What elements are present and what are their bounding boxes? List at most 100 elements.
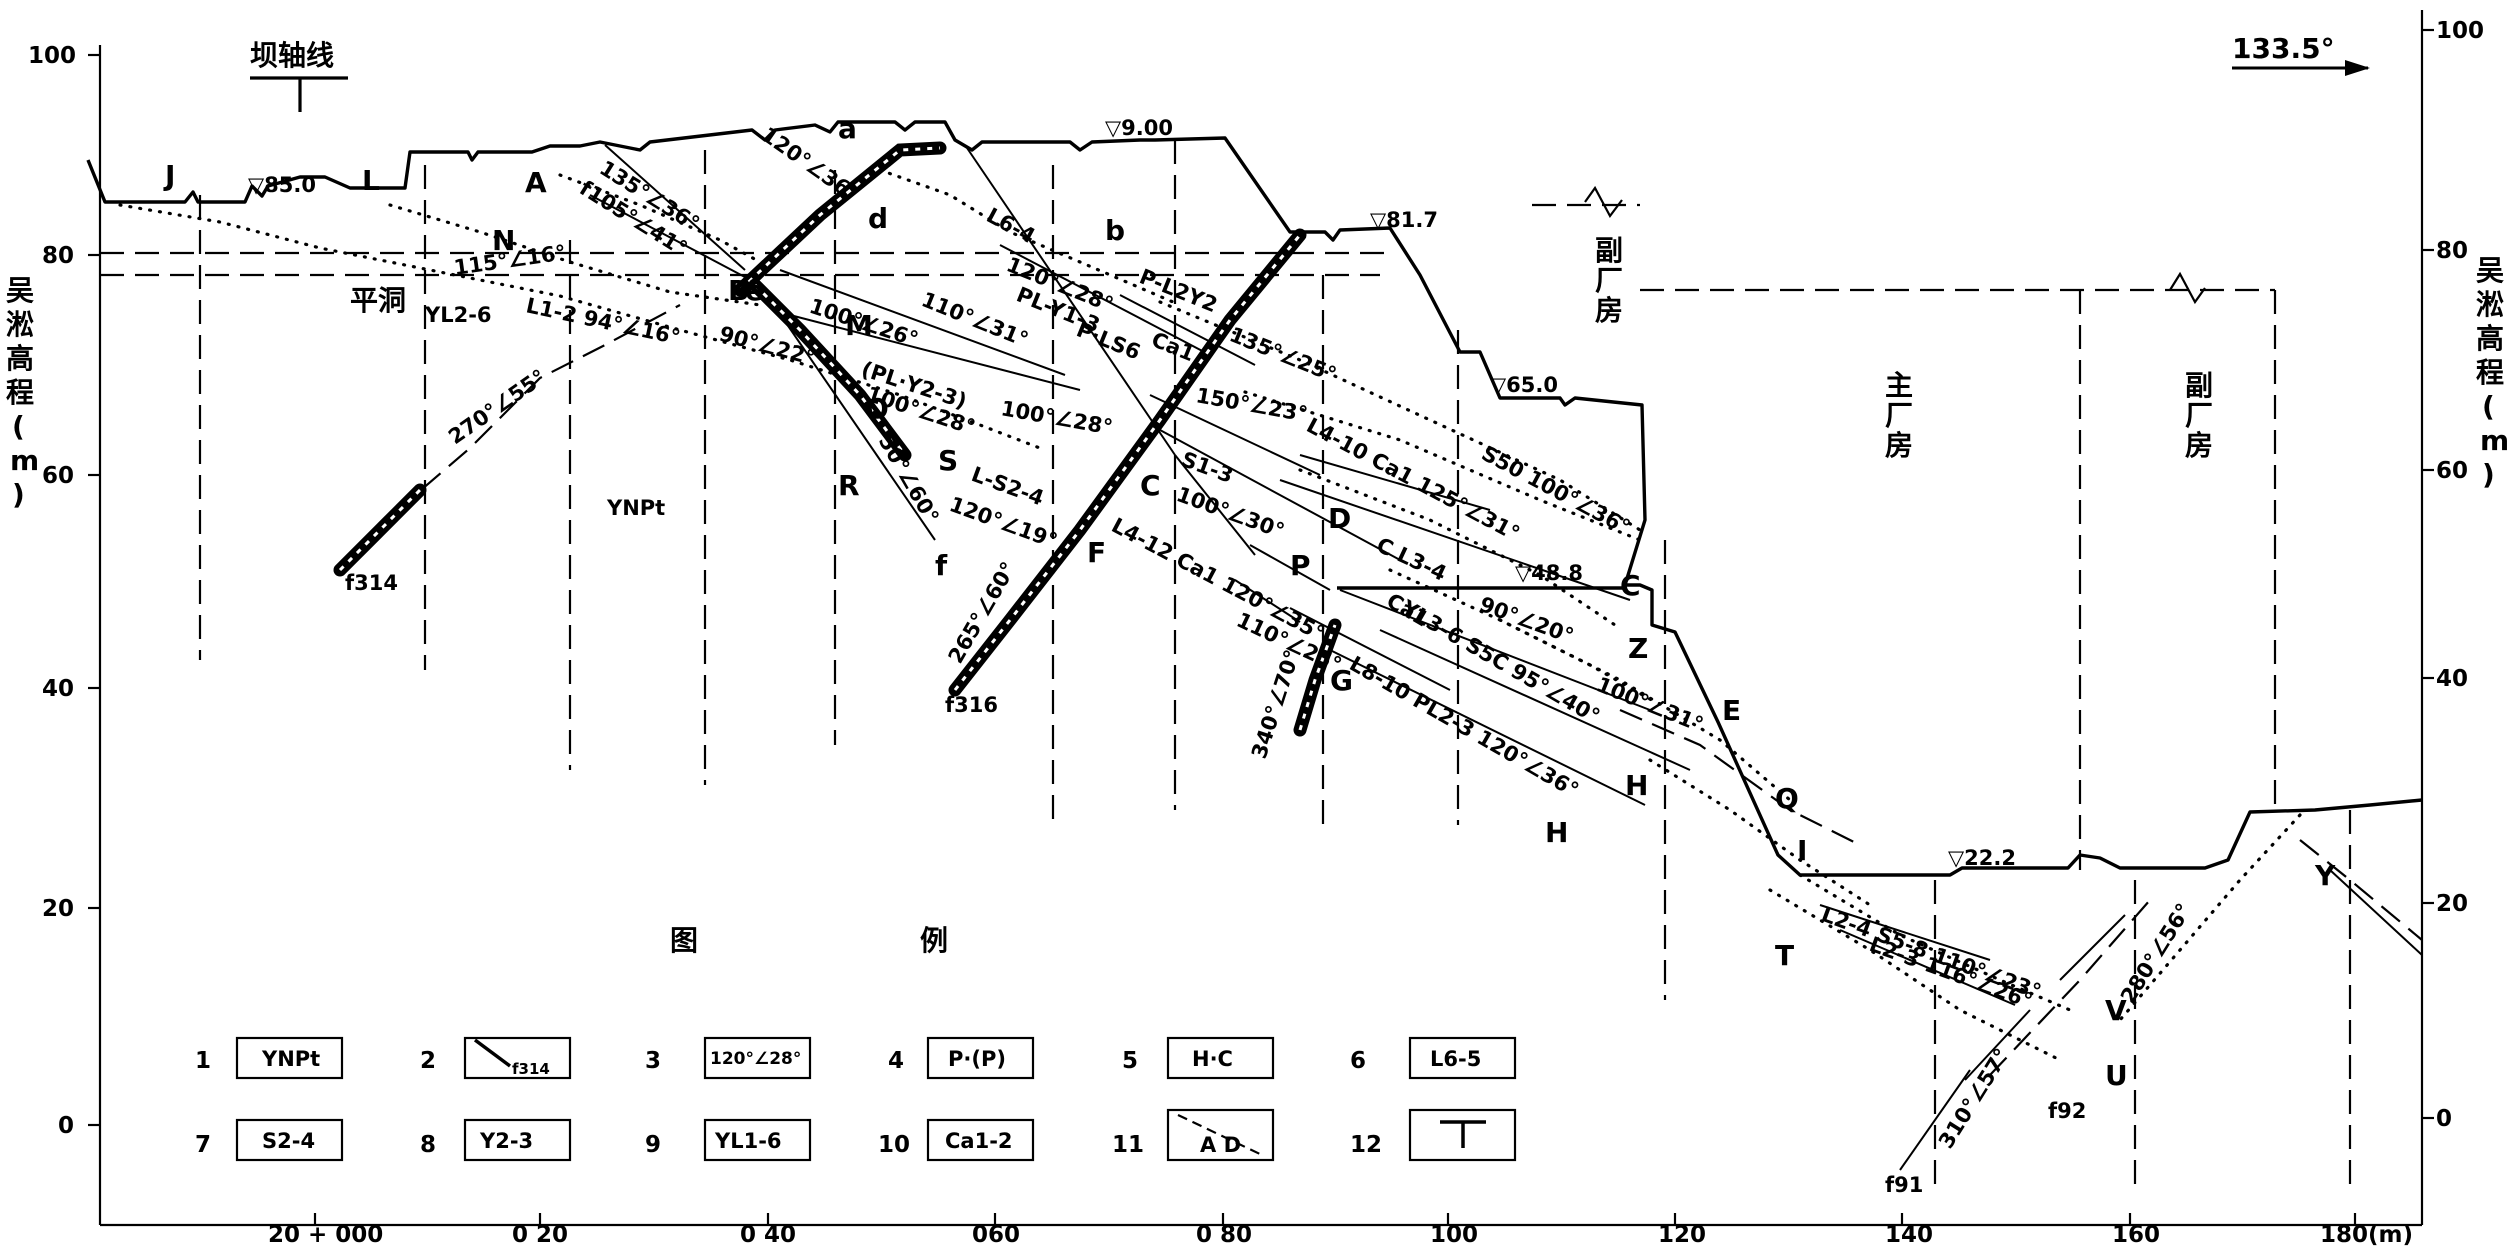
right-tick-80: 80 (2436, 238, 2468, 264)
boreholes (198, 140, 2352, 1195)
ann-31: f316 (945, 693, 998, 717)
bottom-tick-marks (313, 1213, 2357, 1225)
point-d-upper: D (1328, 502, 1351, 535)
svg-text:高: 高 (6, 342, 34, 375)
left-axis-title: 吴 淞 高 程 ( m ) (6, 274, 39, 511)
point-j: J (163, 159, 175, 192)
right-tick-60: 60 (2436, 458, 2468, 484)
point-n: N (492, 224, 515, 257)
point-u: U (2105, 1059, 2128, 1092)
elev-22-2: ▽22.2 (1948, 846, 2016, 870)
svg-text:淞: 淞 (6, 308, 34, 341)
right-tick-100: 100 (2436, 18, 2484, 44)
point-q: Q (1775, 782, 1799, 815)
point-f-upper: F (1087, 536, 1106, 569)
ann-22: 100°∠28° (999, 396, 1114, 439)
point-b: B (728, 274, 749, 307)
elev-90: ▽9.00 (1105, 116, 1173, 140)
left-tick-80: 80 (42, 243, 74, 269)
aux-powerhouse-left: 副 厂 房 (1595, 234, 1623, 327)
x-tick-040: 0 40 (740, 1222, 796, 1247)
left-tick-20: 20 (42, 896, 74, 922)
elev-85: ▽85.0 (248, 173, 316, 197)
point-a-small: a (838, 112, 857, 145)
x-tick-120: 120 (1658, 1222, 1706, 1247)
main-powerhouse: 主 厂 房 (1885, 369, 1913, 462)
svg-text:房: 房 (1595, 294, 1623, 327)
legend-box-9 (703, 1118, 812, 1162)
svg-text:高: 高 (2476, 322, 2504, 355)
legend-num-8: 8 (420, 1132, 436, 1158)
fault-f314 (333, 483, 427, 577)
fault-g (1293, 618, 1342, 737)
legend-num-6: 6 (1350, 1048, 1366, 1074)
svg-text:): ) (12, 478, 25, 511)
svg-text:吴: 吴 (2476, 254, 2504, 287)
svg-text:程: 程 (6, 376, 34, 409)
point-r: R (838, 469, 860, 502)
point-c-right: C (1620, 569, 1641, 602)
point-h-upper: H (1625, 769, 1648, 802)
legend-sym-2: f314 (512, 1060, 550, 1078)
fault-upper-ne (733, 141, 947, 297)
elev-81-7: ▽81.7 (1370, 208, 1438, 232)
point-y: Y (2314, 859, 2336, 892)
svg-text:房: 房 (2185, 429, 2213, 462)
point-t: T (1775, 939, 1794, 972)
ann-45: 310°∠57° (1934, 1044, 2014, 1152)
powerhouse-outline (1532, 185, 2277, 870)
x-tick-060: 060 (972, 1222, 1020, 1247)
svg-text:m: m (2480, 424, 2508, 457)
ann-37: 90°∠20° (1476, 592, 1577, 648)
left-tick-40: 40 (42, 676, 74, 702)
point-d: d (868, 202, 888, 235)
svg-text:副: 副 (1595, 234, 1623, 267)
right-axis-title: 吴 淞 高 程 ( m ) (2476, 254, 2508, 491)
legend-num-12: 12 (1350, 1132, 1382, 1158)
point-l: L (362, 164, 380, 197)
legend-sym-9: YL1-6 (714, 1129, 782, 1153)
legend-box-8 (463, 1118, 572, 1162)
svg-text:厂: 厂 (1595, 264, 1623, 297)
svg-text:主: 主 (1885, 369, 1913, 402)
legend: 图 例 1 YNPt 2 f314 3 120°∠28° 4 P·(P) 5 H… (195, 924, 1517, 1162)
ann-10: f314 (345, 571, 398, 595)
ann-44: 280°∠56° (2116, 899, 2196, 1007)
legend-num-3: 3 (645, 1048, 661, 1074)
ann-26: 120°∠19° (946, 492, 1060, 553)
dashed-boundaries (344, 304, 2423, 1076)
svg-text:m: m (10, 444, 39, 477)
dam-axis-marker: 坝轴线 (250, 39, 348, 112)
legend-box-5 (1166, 1036, 1275, 1080)
point-labels: J L A N B a d b e M O R S C F f P D G C … (163, 112, 2336, 1092)
svg-text:133.5°: 133.5° (2232, 32, 2335, 65)
point-v: V (2105, 994, 2127, 1027)
ann-8: 270°∠55° (444, 365, 550, 449)
ann-23: 150°∠23° (1194, 383, 1309, 426)
ann-27: S1-3 (1178, 447, 1236, 488)
ann-24: 50°∠60° (874, 431, 944, 528)
point-s: S (938, 444, 958, 477)
ann-9: YNPt (606, 496, 665, 520)
point-m: M (845, 309, 873, 342)
svg-text:副: 副 (2185, 369, 2213, 402)
left-tick-100: 100 (28, 43, 76, 69)
annotations: 120°∠36° 135°∠36° f105°∠41° 115°∠16° L1-… (345, 122, 2196, 1197)
legend-sym-6: L6-5 (1430, 1047, 1481, 1071)
legend-sym-3: 120°∠28° (710, 1049, 801, 1069)
point-z: Z (1628, 632, 1648, 665)
svg-text:(: ( (2482, 390, 2495, 423)
x-tick-180: 180(m) (2320, 1222, 2413, 1247)
x-tick-20000: 20 + 000 (268, 1222, 383, 1247)
point-e: e (745, 274, 764, 307)
left-tick-0: 0 (58, 1113, 74, 1139)
point-c: C (1140, 469, 1161, 502)
point-o: O (865, 392, 889, 425)
legend-num-5: 5 (1122, 1048, 1138, 1074)
ann-33: 340°∠70° (1247, 647, 1305, 762)
legend-num-10: 10 (878, 1132, 910, 1158)
ann-11: L6-4 (983, 203, 1040, 248)
ann-28: 100°∠30° (1173, 482, 1287, 543)
svg-text:房: 房 (1885, 429, 1913, 462)
legend-sym-7: S2-4 (262, 1129, 315, 1153)
